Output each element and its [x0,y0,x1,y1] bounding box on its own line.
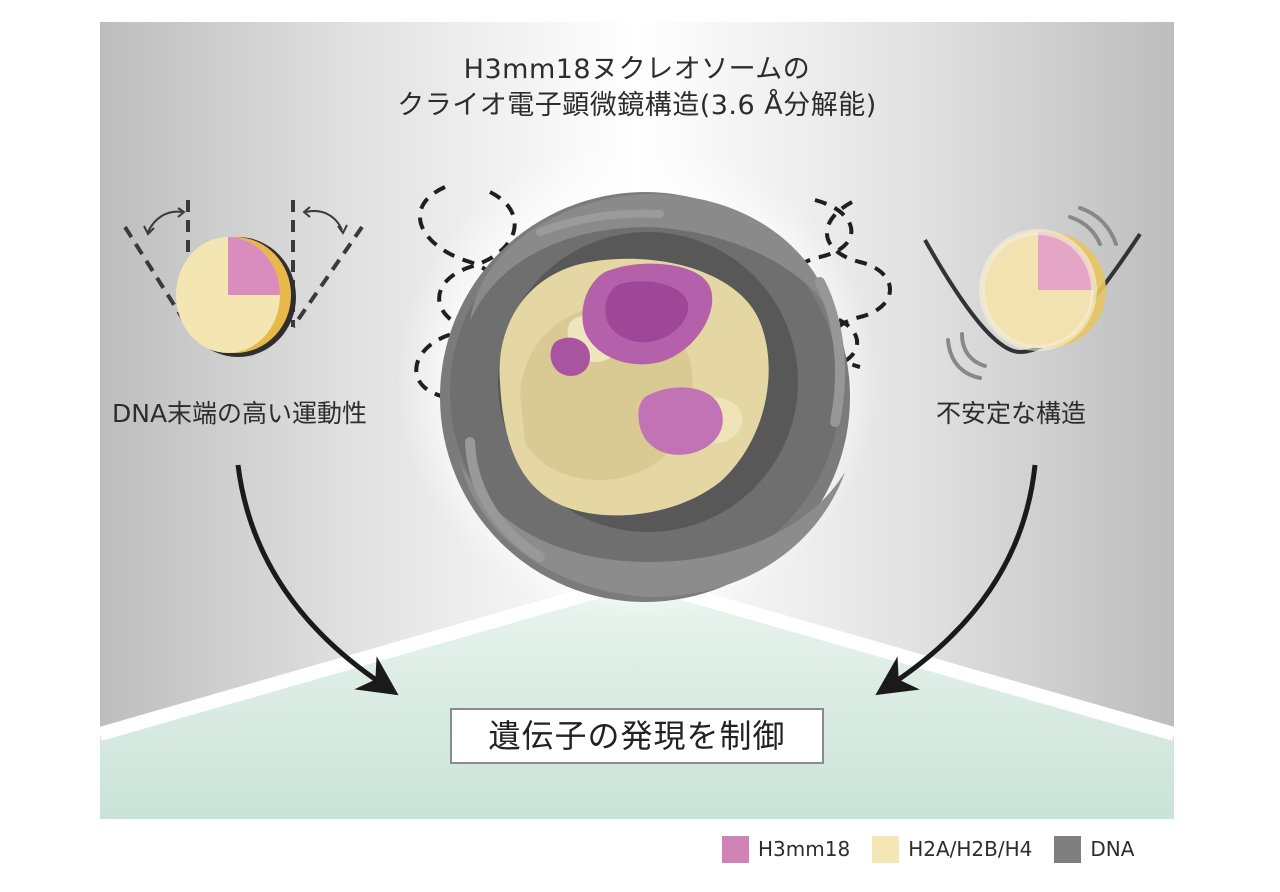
left-nucleosome-icon [123,200,364,357]
title-line-2: クライオ電子顕微鏡構造(3.6 Å分解能) [397,90,877,121]
legend-swatch [872,835,900,863]
title-line-1: H3mm18ヌクレオソームの [463,54,811,85]
left-label: DNA末端の高い運動性 [112,399,368,428]
legend-label: H3mm18 [758,837,851,861]
legend-item-dna: DNA [1054,835,1135,863]
legend-label: H2A/H2B/H4 [908,837,1033,861]
legend-item-h3mm18: H3mm18 [722,835,851,863]
legend-swatch [1054,835,1082,863]
legend: H3mm18 H2A/H2B/H4 DNA [722,834,1134,864]
legend-swatch [722,835,749,863]
nucleosome-structure [440,192,850,602]
right-arrow [875,464,1038,696]
figure-panel: H3mm18ヌクレオソームの クライオ電子顕微鏡構造(3.6 Å分解能) DNA… [100,22,1174,819]
right-label: 不安定な構造 [936,399,1087,428]
right-nucleosome-icon [923,206,1142,380]
result-box: 遺伝子の発現を制御 [450,708,824,764]
background-art [100,22,1174,819]
legend-item-histone: H2A/H2B/H4 [872,835,1033,863]
legend-label: DNA [1090,837,1135,861]
left-arrow [235,464,399,696]
